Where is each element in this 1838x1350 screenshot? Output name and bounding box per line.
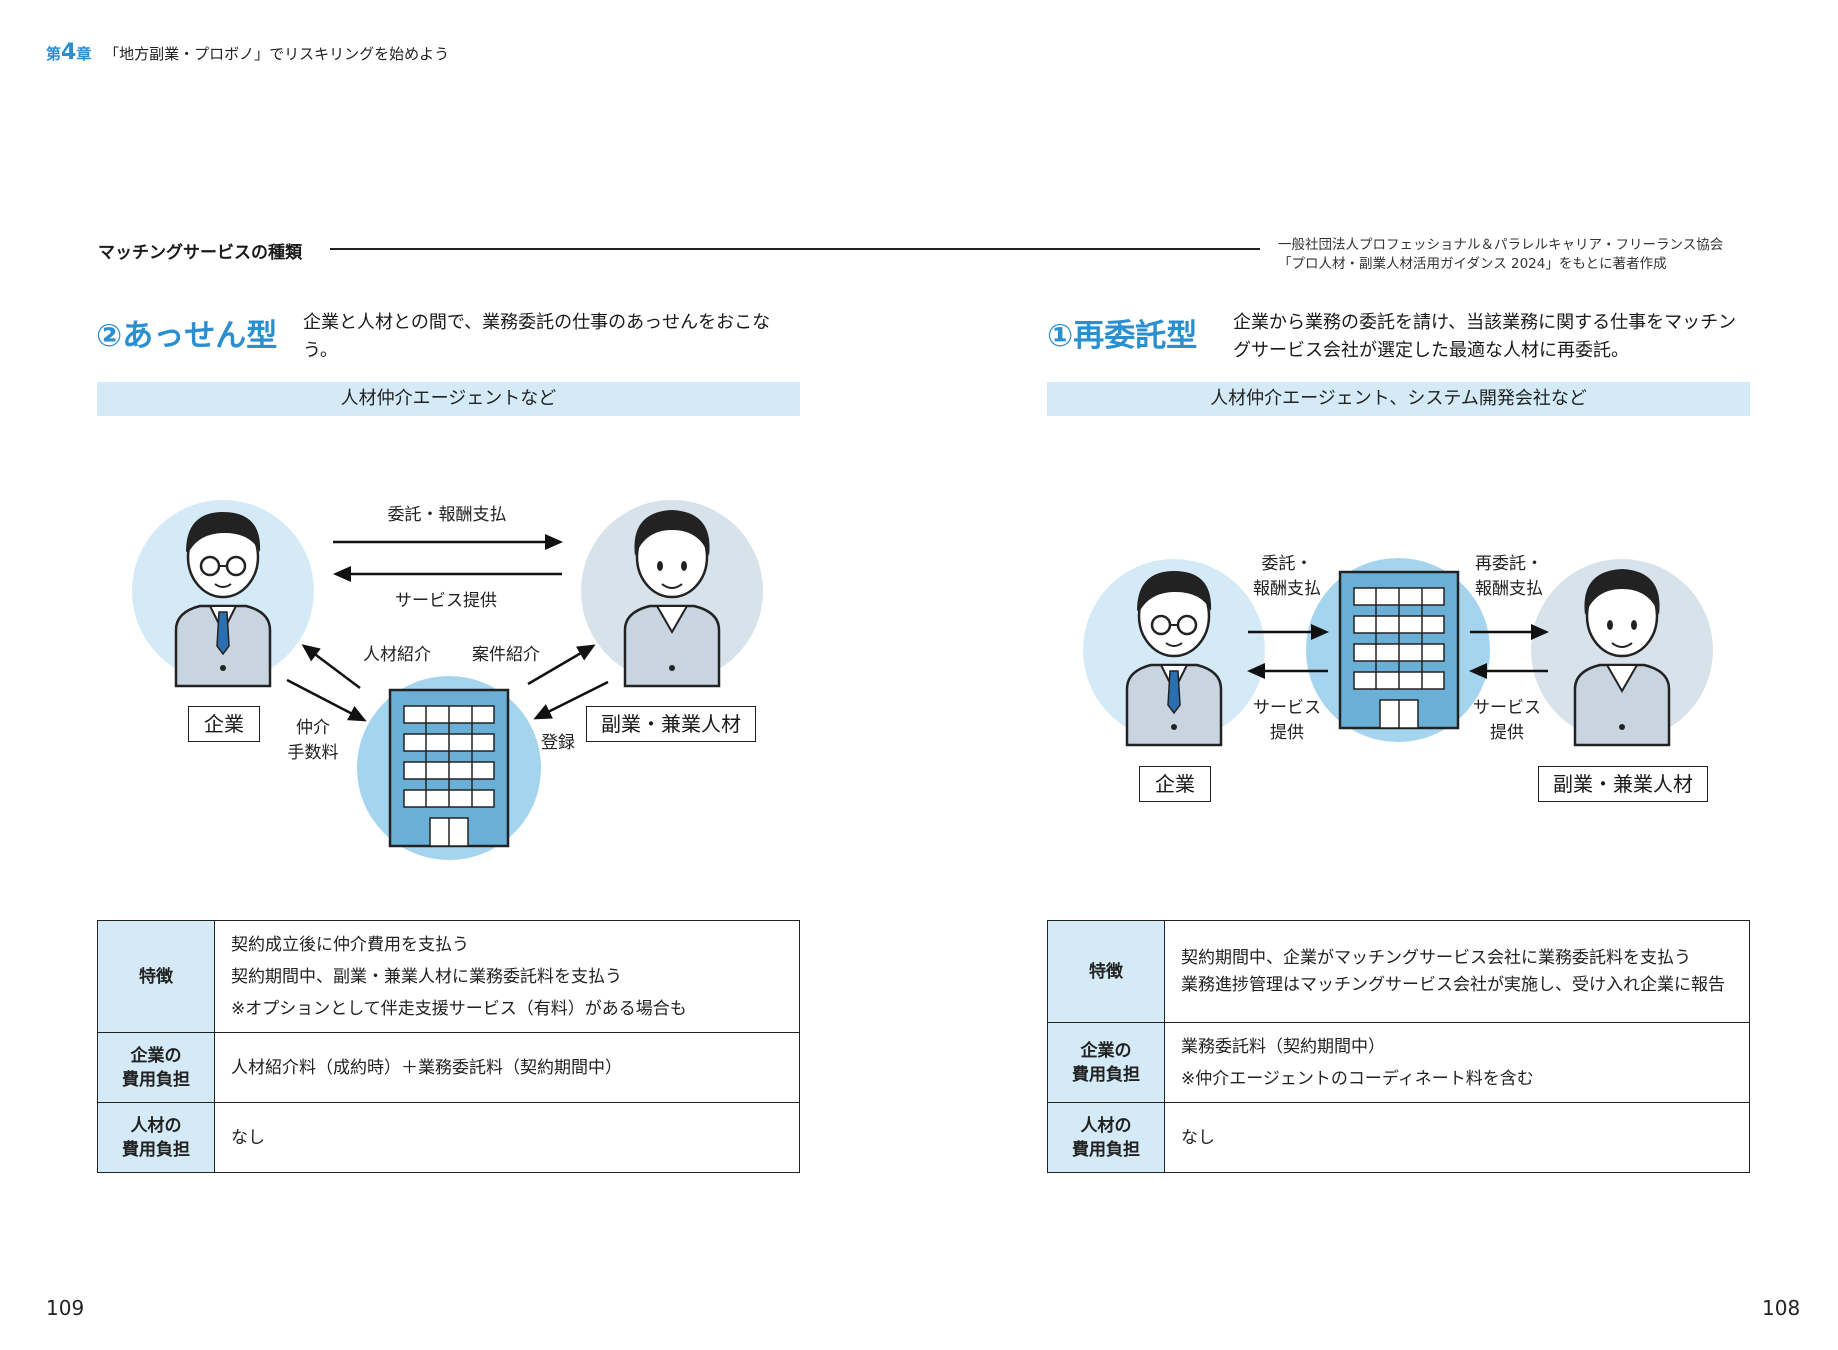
table-row: 企業の 費用負担 人材紹介料（成約時）＋業務委託料（契約期間中） — [98, 1033, 800, 1103]
table-head: 人材の 費用負担 — [98, 1103, 215, 1173]
table-cell: なし — [215, 1103, 800, 1173]
table-row: 企業の 費用負担 業務委託料（契約期間中） ※仲介エージェントのコーディネート料… — [1048, 1023, 1750, 1103]
page-number-right: 108 — [1762, 1296, 1800, 1320]
table-row: 人材の 費用負担 なし — [98, 1103, 800, 1173]
label-service-left: サービス 提供 — [1244, 696, 1330, 746]
left-building — [357, 676, 541, 860]
right-talent-label: 副業・兼業人材 — [1538, 766, 1708, 802]
table-head: 人材の 費用負担 — [1048, 1103, 1165, 1173]
table-cell: 業務委託料（契約期間中） ※仲介エージェントのコーディネート料を含む — [1165, 1023, 1750, 1103]
table-head: 企業の 費用負担 — [1048, 1023, 1165, 1103]
label-recommission-payment: 再委託・ 報酬支払 — [1464, 552, 1554, 602]
label-commission-payment: 委託・報酬支払 — [385, 503, 509, 528]
right-company-label: 企業 — [1139, 766, 1211, 802]
page-number-left: 109 — [46, 1296, 84, 1320]
table-cell: 契約成立後に仲介費用を支払う 契約期間中、副業・兼業人材に業務委託料を支払う ※… — [215, 921, 800, 1033]
right-info-table: 特徴 契約期間中、企業がマッチングサービス会社に業務委託料を支払う 業務進捗管理… — [1047, 920, 1750, 1173]
left-talent-label: 副業・兼業人材 — [586, 706, 756, 742]
left-company-label: 企業 — [188, 706, 260, 742]
label-case-introduction: 案件紹介 — [466, 643, 546, 668]
label-talent-introduction: 人材紹介 — [357, 643, 437, 668]
label-commission-payment-right: 委託・ 報酬支払 — [1244, 552, 1330, 602]
right-building — [1306, 558, 1490, 742]
table-head: 特徴 — [98, 921, 215, 1033]
left-info-table: 特徴 契約成立後に仲介費用を支払う 契約期間中、副業・兼業人材に業務委託料を支払… — [97, 920, 800, 1173]
label-service-right: サービス 提供 — [1464, 696, 1550, 746]
table-row: 特徴 契約成立後に仲介費用を支払う 契約期間中、副業・兼業人材に業務委託料を支払… — [98, 921, 800, 1033]
table-head: 特徴 — [1048, 921, 1165, 1023]
label-brokerage-fee: 仲介 手数料 — [275, 716, 351, 766]
table-cell: なし — [1165, 1103, 1750, 1173]
table-row: 人材の 費用負担 なし — [1048, 1103, 1750, 1173]
left-talent-person — [581, 500, 763, 686]
left-company-person — [132, 500, 314, 686]
table-row: 特徴 契約期間中、企業がマッチングサービス会社に業務委託料を支払う 業務進捗管理… — [1048, 921, 1750, 1023]
table-cell: 人材紹介料（成約時）＋業務委託料（契約期間中） — [215, 1033, 800, 1103]
label-service-provision: サービス提供 — [390, 589, 502, 614]
table-cell: 契約期間中、企業がマッチングサービス会社に業務委託料を支払う 業務進捗管理はマッ… — [1165, 921, 1750, 1023]
right-company-person — [1083, 559, 1265, 745]
right-talent-person — [1531, 559, 1713, 745]
label-register: 登録 — [536, 731, 580, 756]
table-head: 企業の 費用負担 — [98, 1033, 215, 1103]
